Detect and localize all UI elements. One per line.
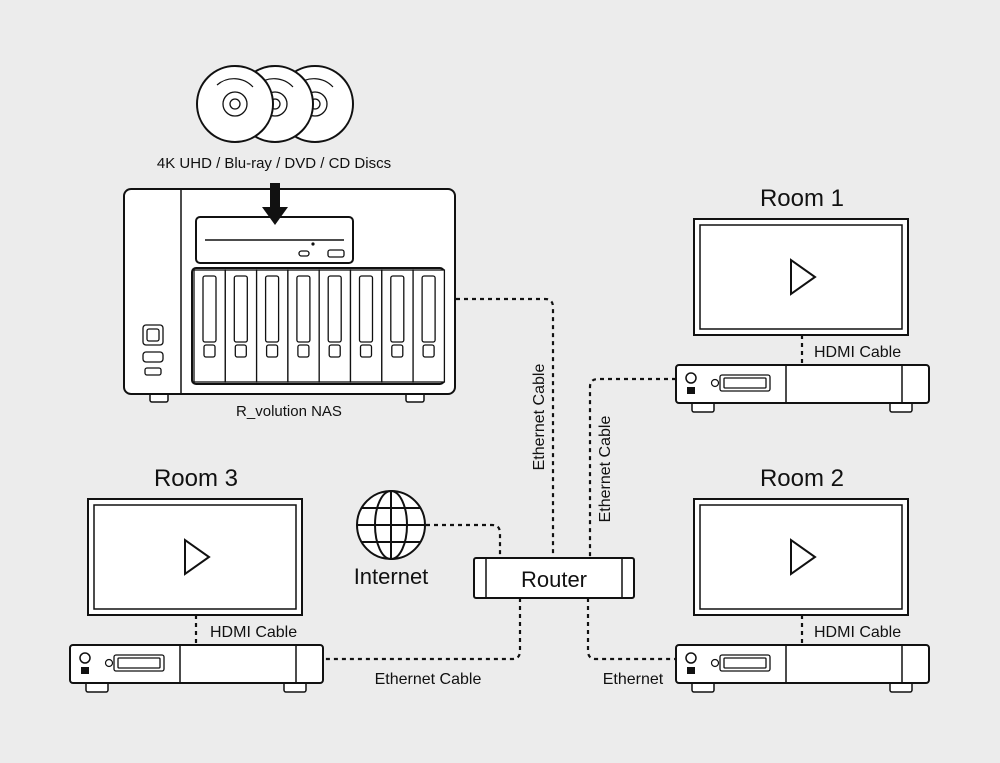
router-device — [473, 557, 635, 599]
media-player — [675, 364, 930, 413]
play-icon — [790, 538, 817, 576]
room-1-title: Room 1 — [760, 185, 844, 212]
drive-bay — [193, 269, 226, 383]
tv-screen — [693, 218, 909, 336]
room-3-hdmi-label: HDMI Cable — [210, 624, 297, 641]
drive-bay — [381, 269, 414, 383]
room-3-title: Room 3 — [154, 465, 238, 492]
ethernet-label-nas: Ethernet Cable — [531, 364, 548, 471]
media-player — [675, 644, 930, 693]
cable-room1-router — [588, 377, 676, 558]
room-2-title: Room 2 — [760, 465, 844, 492]
drive-bay — [349, 269, 383, 383]
room-2-hdmi-label: HDMI Cable — [814, 624, 901, 641]
disc-icon — [196, 65, 274, 143]
drive-bay — [255, 269, 289, 383]
globe-icon — [356, 490, 426, 560]
room-3: Room 3 HDMI Cable — [69, 465, 324, 693]
down-arrow-icon — [262, 183, 288, 225]
room-1: Room 1 HDMI Cable — [675, 185, 930, 413]
nas-label: R_volution NAS — [236, 403, 342, 420]
ethernet-label-room2: Ethernet — [603, 671, 664, 688]
nas-device — [123, 188, 456, 403]
room-1-hdmi-label: HDMI Cable — [814, 344, 901, 361]
room-2: Room 2 HDMI Cable — [675, 465, 930, 693]
play-icon — [790, 258, 817, 296]
drive-bay — [287, 269, 320, 383]
cable-nas-router — [456, 297, 555, 558]
cable-room2-router — [586, 598, 676, 661]
drive-bay — [224, 269, 258, 383]
drive-bay — [412, 269, 446, 383]
tv-screen — [87, 498, 303, 616]
cable-room3-router — [323, 598, 522, 661]
tv-screen — [693, 498, 909, 616]
drive-bay — [318, 269, 352, 383]
nas-usb-port — [142, 351, 164, 363]
ethernet-label-room3: Ethernet Cable — [375, 671, 482, 688]
cable-internet-router — [426, 523, 502, 558]
router-label: Router — [521, 567, 587, 592]
play-icon — [184, 538, 211, 576]
discs-group — [196, 65, 354, 143]
discs-label: 4K UHD / Blu-ray / DVD / CD Discs — [157, 155, 391, 172]
ethernet-label-room1: Ethernet Cable — [597, 416, 614, 523]
internet-label: Internet — [354, 564, 429, 589]
media-player — [69, 644, 324, 693]
